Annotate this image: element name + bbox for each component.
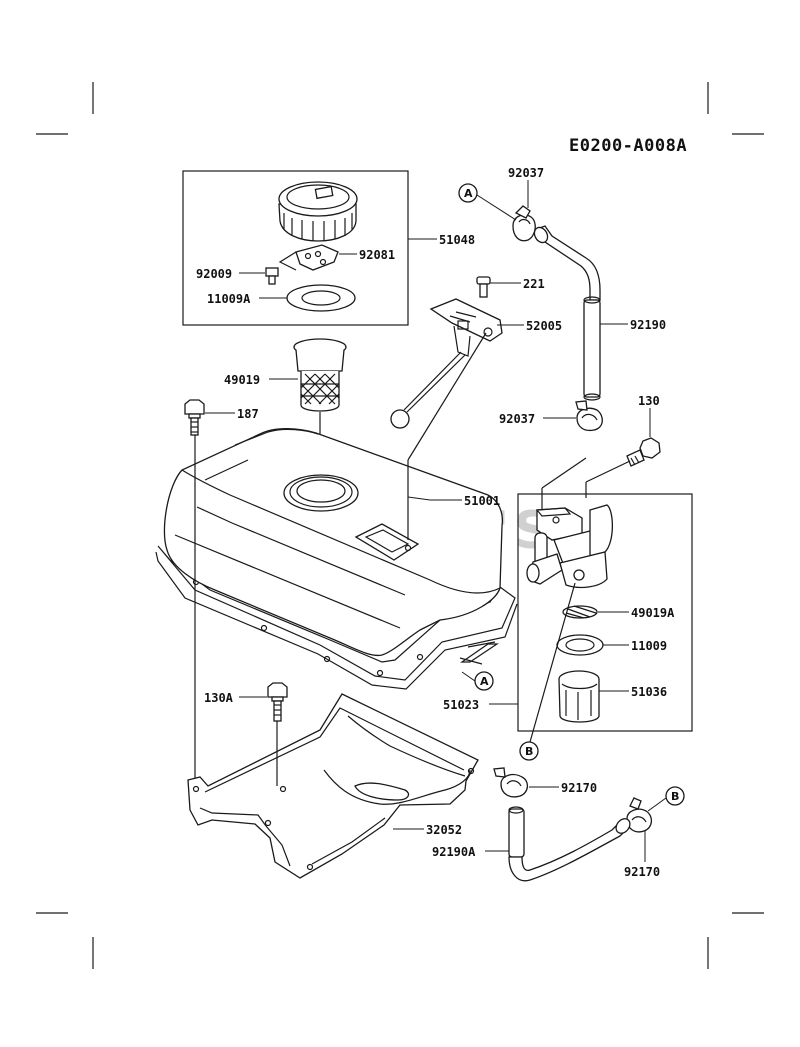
- label-92037-top: 92037: [508, 166, 544, 180]
- clamp-92170-mid-drawing: [493, 767, 529, 798]
- callout-a-tank: A: [461, 671, 494, 691]
- bolt-187-drawing: [184, 399, 205, 780]
- leader-lines: [205, 180, 651, 862]
- hose-92190-drawing: [533, 225, 601, 401]
- label-11009A: 11009A: [207, 292, 251, 306]
- label-92170-mid: 92170: [561, 781, 597, 795]
- label-32052: 32052: [426, 823, 462, 837]
- bolt-130-drawing: [626, 437, 661, 467]
- gasket-11009-drawing: [556, 634, 604, 656]
- svg-text:A: A: [464, 187, 473, 200]
- tank-guard-drawing: [187, 693, 479, 879]
- label-51036: 51036: [631, 685, 667, 699]
- callout-a-top: A: [458, 183, 517, 221]
- label-92009: 92009: [196, 267, 232, 281]
- bolt-130A-drawing: [267, 682, 288, 786]
- svg-text:A: A: [480, 675, 489, 688]
- filter-49019A-drawing: [562, 605, 598, 619]
- crop-marks: [36, 82, 764, 969]
- label-92190: 92190: [630, 318, 666, 332]
- hose-92190A-drawing: [508, 806, 631, 882]
- fuel-cap-drawing: [278, 181, 358, 242]
- gasket-11009A-drawing: [286, 284, 356, 312]
- label-187: 187: [237, 407, 259, 421]
- fuel-cock-drawing: [526, 457, 631, 589]
- label-92037-mid: 92037: [499, 412, 535, 426]
- label-130: 130: [638, 394, 660, 408]
- cap-assembly-frame: [182, 170, 409, 326]
- label-130A: 130A: [204, 691, 234, 705]
- clamp-92037-mid-drawing: [575, 400, 603, 432]
- label-11009: 11009: [631, 639, 667, 653]
- label-92081: 92081: [359, 248, 395, 262]
- label-52005: 52005: [526, 319, 562, 333]
- callout-b-hose: B: [647, 786, 685, 812]
- label-51023: 51023: [443, 698, 479, 712]
- clamp-92170-bot-drawing: [626, 797, 653, 833]
- label-221: 221: [523, 277, 545, 291]
- label-92170-bot: 92170: [624, 865, 660, 879]
- screw-92009-drawing: [265, 267, 279, 285]
- label-51048: 51048: [439, 233, 475, 247]
- fuel-cock-frame: [517, 493, 693, 732]
- part-labels: 92037 51048 92081 92009 11009A 221 52005…: [196, 166, 675, 879]
- fuel-gauge-drawing: [390, 276, 503, 429]
- label-51001: 51001: [464, 494, 500, 508]
- label-92190A: 92190A: [432, 845, 476, 859]
- svg-text:B: B: [525, 745, 533, 758]
- chain-plate-drawing: [278, 244, 339, 271]
- callout-b-cock: B: [519, 741, 539, 761]
- fuel-tank-drawing: [155, 332, 518, 690]
- clamp-92037-top-drawing: [512, 205, 536, 242]
- cup-51036-drawing: [558, 670, 600, 723]
- label-49019A: 49019A: [631, 606, 675, 620]
- diagram-code: E0200-A008A: [569, 136, 687, 156]
- svg-text:B: B: [671, 790, 679, 803]
- label-49019: 49019: [224, 373, 260, 387]
